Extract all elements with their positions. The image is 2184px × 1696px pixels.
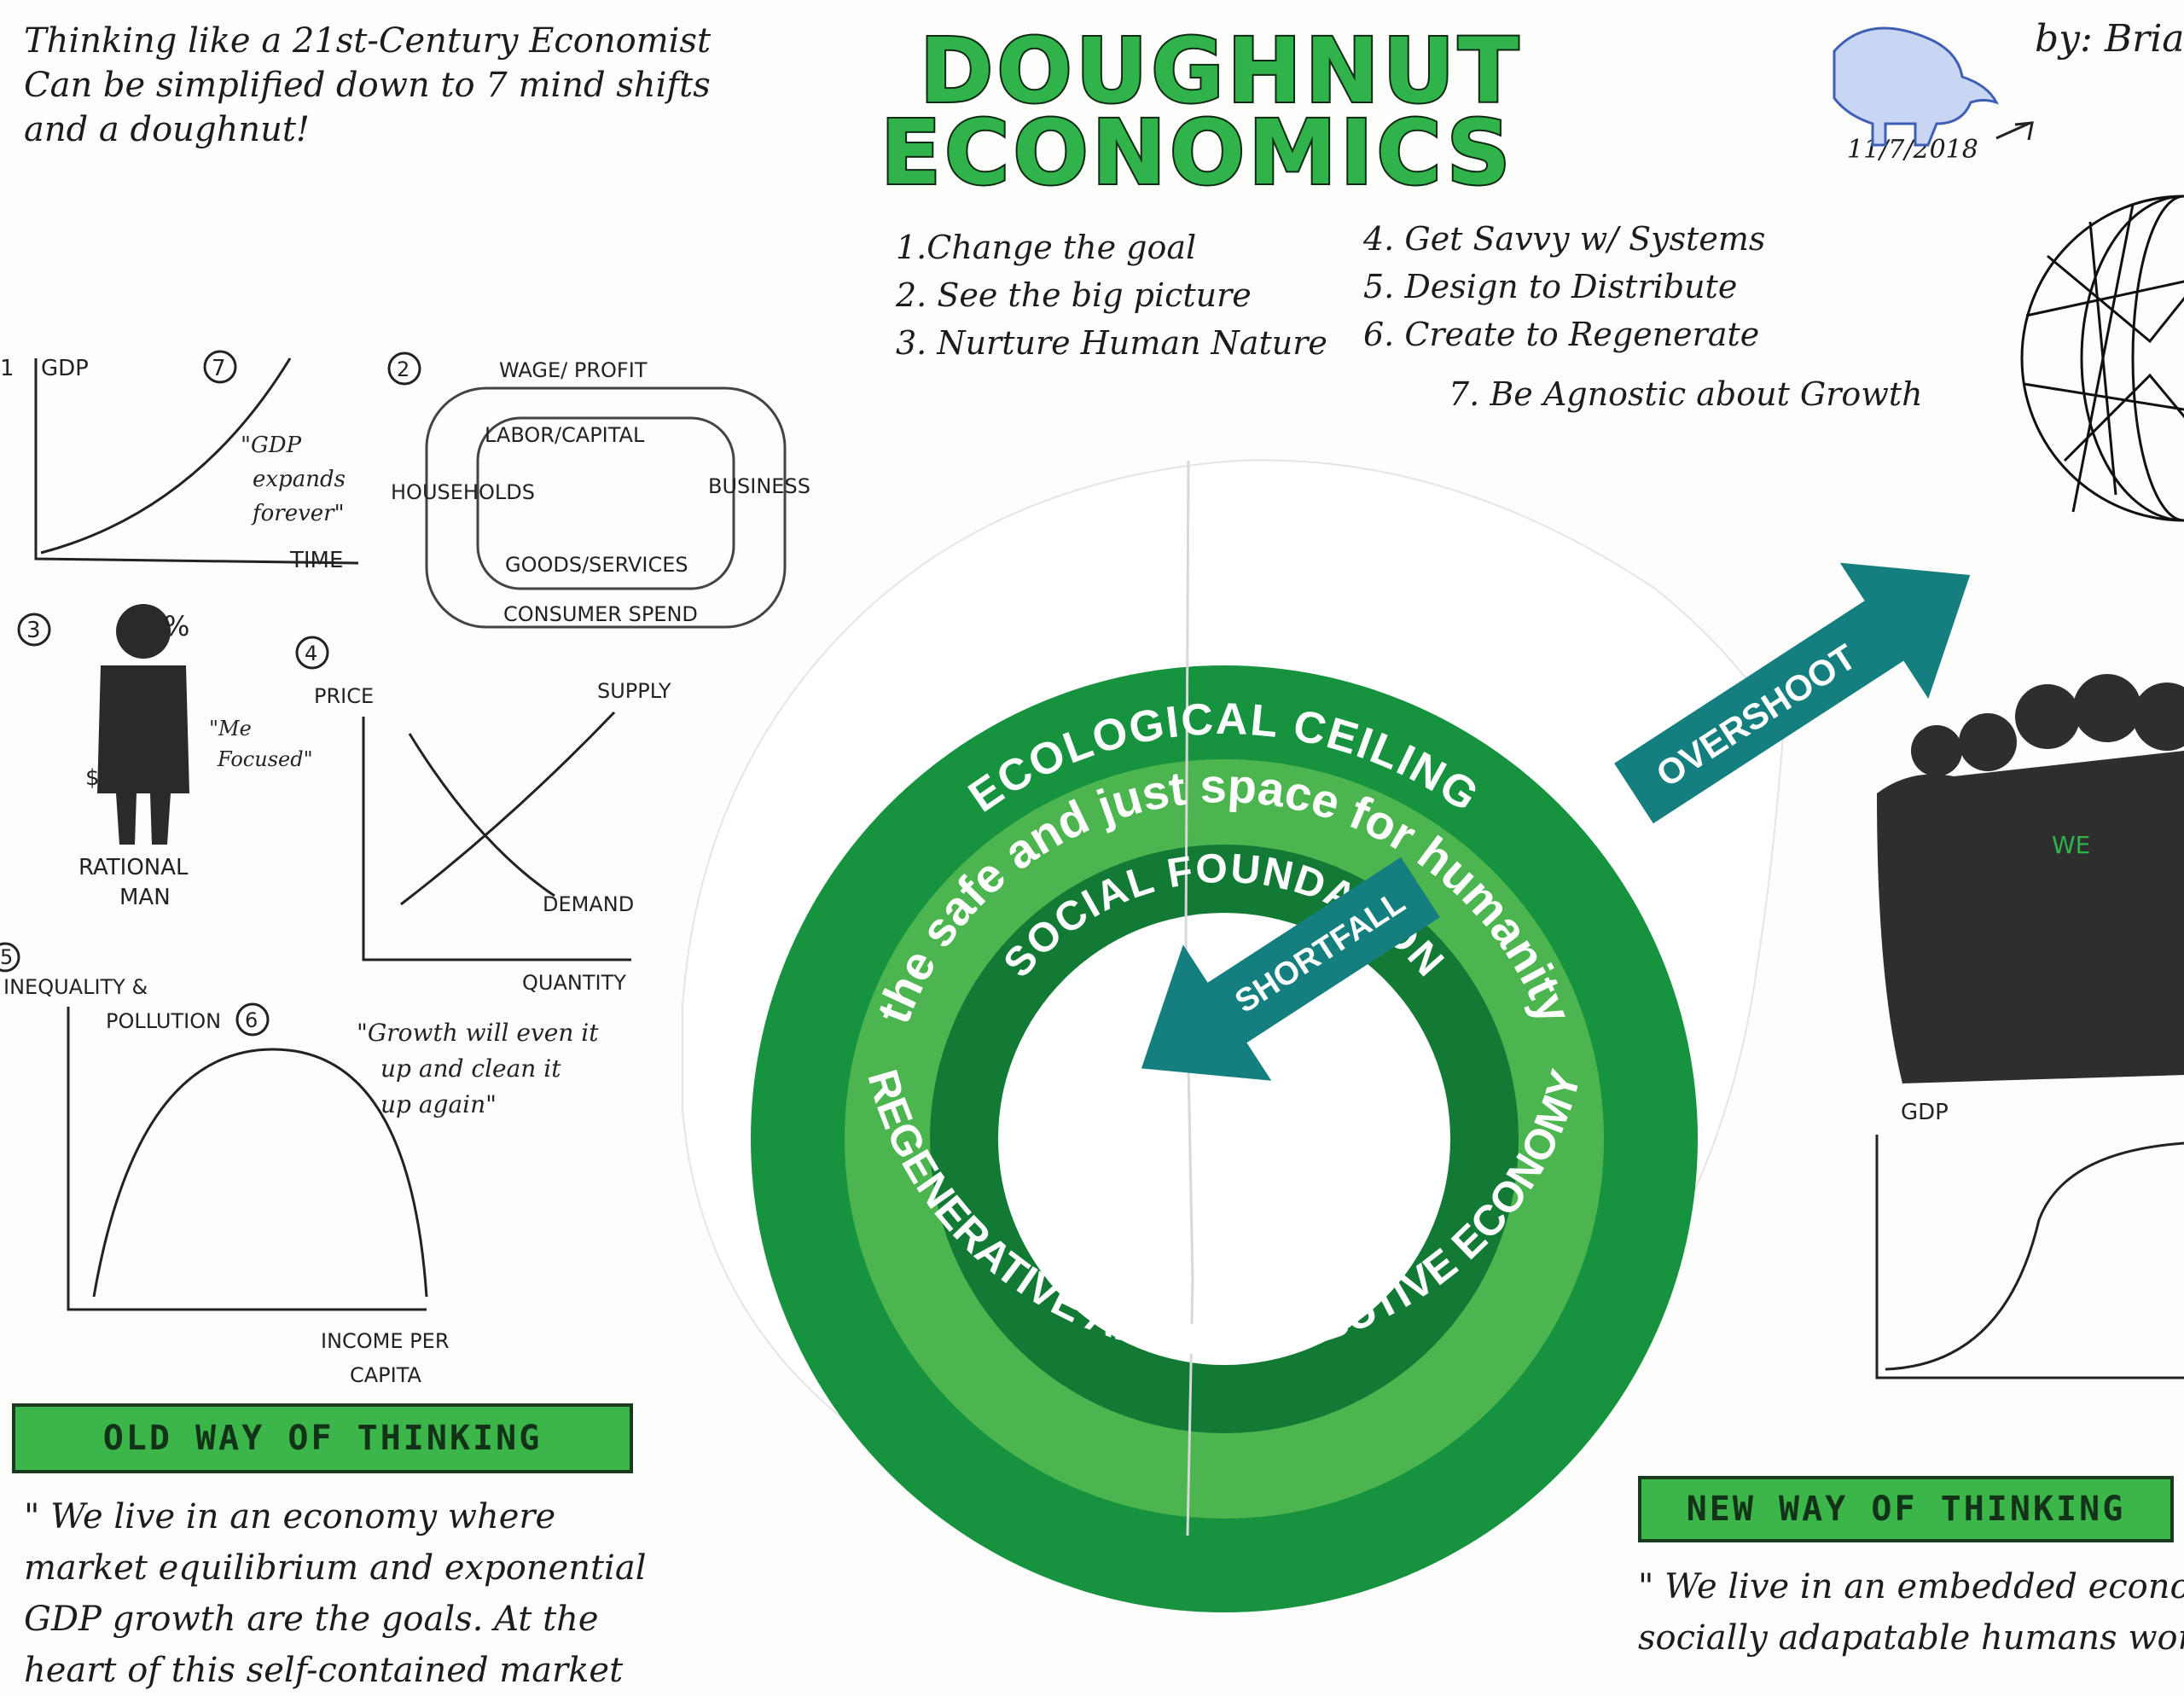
sketch1-ylabel: GDP (41, 356, 89, 381)
date: 11/7/2018 (1847, 135, 1978, 165)
new-way-line: socially adapatable humans wor (1638, 1618, 2184, 1658)
flow-label-top: WAGE/ PROFIT (499, 358, 648, 382)
supply-label: SUPPLY (597, 679, 671, 703)
shift-item-3: 3. Nurture Human Nature (896, 324, 1327, 362)
sketch-circular-flow (425, 386, 787, 629)
sketch3-number: 3 (26, 618, 41, 643)
shift-item-5: 5. Design to Distribute (1363, 268, 1738, 305)
sketch-kuznets-curve (67, 1007, 428, 1311)
sketch4-number: 4 (305, 642, 317, 665)
shift-item-6: 6. Create to Regenerate (1363, 316, 1760, 353)
intro-line: Thinking like a 21st-Century Economist (24, 21, 712, 61)
old-way-line: market equilibrium and exponential (24, 1548, 647, 1588)
crowd-label: WE (2052, 831, 2090, 859)
flow-label-inner-top: LABOR/CAPITAL (485, 423, 645, 447)
author: by: Bria (2035, 17, 2184, 61)
shift-item-4: 4. Get Savvy w/ Systems (1363, 220, 1766, 258)
dollar-symbol: $ (85, 765, 100, 791)
right-chart-ylabel: GDP (1901, 1100, 1949, 1125)
sketch1-badge: 7 (212, 356, 226, 381)
shift-item-2: 2. See the big picture (896, 276, 1252, 314)
sketch4-ylabel: PRICE (314, 684, 374, 708)
new-way-banner: NEW WAY OF THINKING (1638, 1476, 2174, 1542)
page-title-line-2: ECONOMICS (879, 99, 1514, 206)
page-title-line-1: DOUGHNUT (918, 17, 1523, 125)
doughnut-diagram: ECOLOGICAL CEILING the safe and just spa… (682, 459, 1785, 1612)
shift-item-7: 7. Be Agnostic about Growth (1449, 375, 1923, 413)
sketch1-quote: "GDP (241, 433, 302, 458)
sketch5-ylabel: INEQUALITY & (3, 975, 148, 999)
sketch1-quote: forever" (251, 501, 345, 526)
elephant-doodle (1833, 26, 1999, 147)
sketch5-xlabel: INCOME PER (321, 1329, 450, 1353)
sketch5-ylabel: POLLUTION (106, 1009, 221, 1033)
intro-line: Can be simplified down to 7 mind shifts (24, 66, 711, 105)
sketch5-badge: 6 (245, 1008, 258, 1032)
sketch-supply-demand (362, 711, 631, 961)
old-way-line: GDP growth are the goals. At the (24, 1600, 599, 1639)
shift-item-1: 1.Change the goal (896, 229, 1197, 266)
rational-man-caption: MAN (119, 885, 171, 910)
growth-quote: up and clean it (380, 1054, 561, 1083)
flow-label-inner-bottom: GOODS/SERVICES (505, 553, 688, 577)
sketch-gdp-plateau (1875, 1135, 2184, 1379)
growth-quote: up again" (380, 1090, 497, 1118)
sketch1-xlabel: TIME (289, 548, 343, 573)
signature-mark (1995, 121, 2034, 141)
me-focused-quote: Focused" (217, 747, 313, 771)
old-way-line: " We live in an economy where (24, 1497, 556, 1536)
new-way-text: " We live in an embedded econon socially… (1638, 1561, 2184, 1664)
demand-label: DEMAND (543, 892, 634, 916)
flow-label-left: HOUSEHOLDS (391, 480, 535, 504)
sketch5-xlabel: CAPITA (350, 1363, 422, 1387)
intro-text: Thinking like a 21st-Century Economist C… (24, 19, 843, 152)
old-way-text: " We live in an economy where market equ… (24, 1491, 706, 1696)
sketch1-quote: expands (253, 467, 346, 492)
flow-label-right: BUSINESS (708, 474, 810, 498)
old-way-banner: OLD WAY OF THINKING (12, 1403, 633, 1473)
sketch1-number: 1 (0, 356, 15, 381)
sketch-gdp-growth (34, 357, 359, 565)
flow-label-bottom: CONSUMER SPEND (503, 602, 698, 626)
rational-man-figure (97, 604, 189, 845)
sketch4-xlabel: QUANTITY (522, 971, 626, 995)
sketch2-number: 2 (397, 357, 410, 381)
doughnut-hole (998, 913, 1450, 1365)
sketch5-number: 5 (0, 945, 13, 969)
old-way-line: heart of this self-contained market (24, 1651, 624, 1690)
intro-line: and a doughnut! (24, 110, 310, 149)
rational-man-caption: RATIONAL (78, 855, 189, 880)
me-focused-quote: "Me (209, 717, 252, 741)
new-way-line: " We live in an embedded econon (1638, 1567, 2184, 1606)
globe-sketch (2020, 195, 2184, 522)
crowd-silhouettes (1877, 674, 2184, 1083)
growth-quote: "Growth will even it (357, 1019, 599, 1047)
percent-symbol: % (164, 610, 189, 642)
